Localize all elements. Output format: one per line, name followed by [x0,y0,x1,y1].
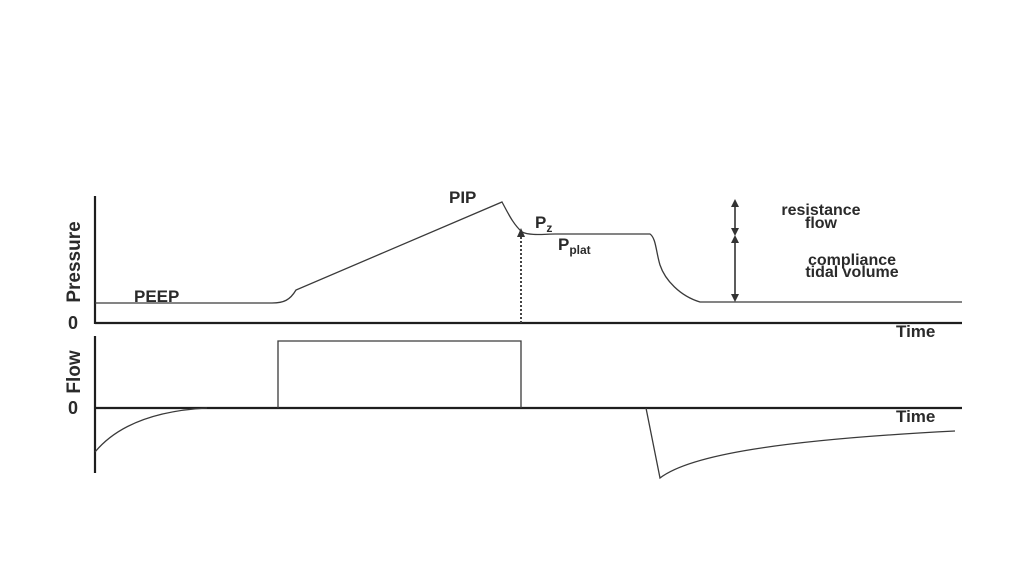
pip-label: PIP [449,188,476,207]
tidal-volume-label: tidal volume [805,264,898,281]
pressure-curve [95,201,962,304]
compliance-volume-arrow [731,235,739,302]
compliance-label: compliance [808,252,896,269]
resistance-flow-arrow [731,199,739,236]
pressure-panel: Pressure 0 Time PEEP PIP Pz Pplat resist… [64,188,962,341]
flow-expiratory-decay [645,407,956,480]
flow-expiratory-decay-start [94,407,208,453]
flow-annotation-label: flow [805,215,838,232]
pip-arrowhead [517,228,525,237]
pplat-label: Pplat [558,235,591,257]
pressure-zero-label: 0 [68,313,78,333]
flow-zero-label: 0 [68,398,78,418]
flow-time-label: Time [896,407,935,426]
flow-axis-label: Flow [64,350,85,393]
pressure-time-label: Time [896,322,935,341]
peep-label: PEEP [134,287,179,306]
flow-inspiratory-square-wave [277,340,522,408]
pressure-axis-label: Pressure [64,221,85,302]
flow-panel: Flow 0 Time [64,336,962,480]
pz-label: Pz [535,213,552,235]
resistance-label: resistance [781,202,860,219]
